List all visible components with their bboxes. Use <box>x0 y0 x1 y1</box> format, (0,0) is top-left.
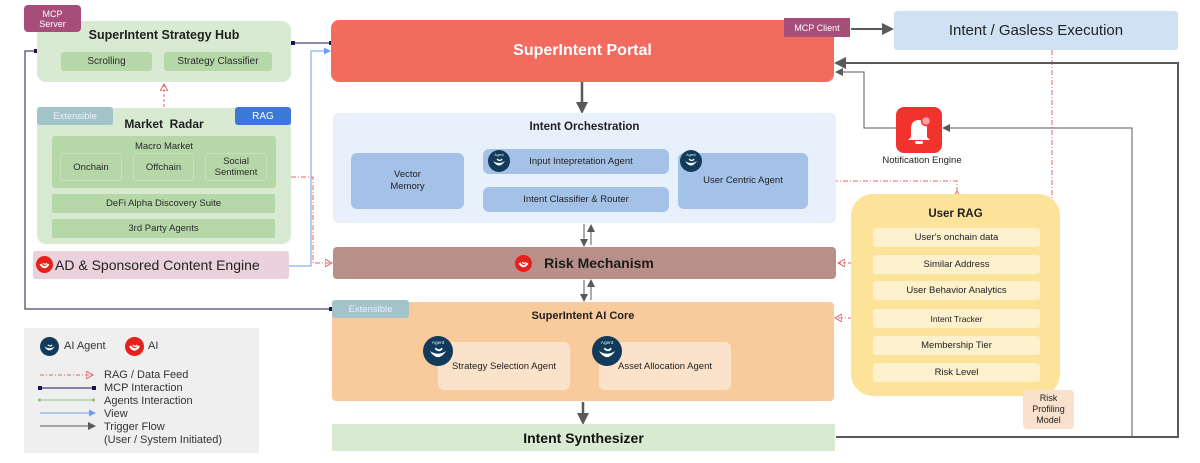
user-centric-agent[interactable]: User Centric Agent <box>678 153 808 209</box>
ai-core-panel <box>332 302 834 401</box>
memory-label: Memory <box>390 181 425 192</box>
trigger-notif-portal <box>835 68 896 129</box>
defi-alpha-discovery-suite[interactable]: DeFi Alpha Discovery Suite <box>52 194 275 213</box>
rag-link-radar-risk <box>291 176 331 263</box>
extensible-tag: Extensible <box>332 300 409 318</box>
ai-icon <box>515 254 533 272</box>
risk-model-line-2: Profiling <box>1032 404 1065 414</box>
bell-icon <box>908 115 932 144</box>
market-radar-title: Market Radar <box>124 117 204 131</box>
legend-line-samples <box>38 366 96 430</box>
svg-text:Agent: Agent <box>601 340 614 346</box>
svg-text:Agent: Agent <box>494 153 503 157</box>
legend-ai-agent-label: AI Agent <box>64 340 106 352</box>
urag-item-risk-level[interactable]: Risk Level <box>873 363 1040 382</box>
intent-gasless-execution[interactable]: Intent / Gasless Execution <box>894 11 1178 50</box>
svg-text:Agent: Agent <box>432 340 445 346</box>
ai-agent-icon: Agent <box>488 150 510 172</box>
macro-market-title: Macro Market <box>134 141 194 152</box>
sentiment-label: Sentiment <box>214 167 258 178</box>
svg-text:Agent: Agent <box>686 153 695 157</box>
social-label: Social <box>223 156 249 167</box>
ad-sponsored-content-engine[interactable]: AD & Sponsored Content Engine <box>33 251 289 279</box>
legend-rag-label: RAG / Data Feed <box>104 369 189 381</box>
ai-icon <box>125 337 144 356</box>
ai-icon <box>36 256 53 273</box>
ai-agent-icon: Agent <box>592 336 622 366</box>
legend-trigger-note: (User / System Initiated) <box>104 434 222 446</box>
legend-trigger-label: Trigger Flow <box>104 421 165 433</box>
strategy-selection-agent[interactable]: Strategy Selection Agent <box>438 342 570 390</box>
mcp-server-label-1: MCP <box>42 8 63 19</box>
risk-model-line-3: Model <box>1036 415 1061 425</box>
notification-engine-button[interactable] <box>896 107 942 153</box>
third-party-agents[interactable]: 3rd Party Agents <box>52 219 275 238</box>
ai-core-title: SuperIntent AI Core <box>531 310 635 322</box>
macro-item-onchain[interactable]: Onchain <box>60 153 122 181</box>
mcp-client-badge: MCP Client <box>784 18 850 37</box>
risk-mechanism[interactable]: Risk Mechanism <box>333 247 836 279</box>
notification-engine-label: Notification Engine <box>882 155 962 166</box>
urag-item-intent-tracker[interactable]: Intent Tracker <box>873 309 1040 328</box>
intent-classifier-router[interactable]: Intent Classifier & Router <box>483 187 669 212</box>
urag-item-membership-tier[interactable]: Membership Tier <box>873 336 1040 355</box>
urag-item-user-behavior-analytics[interactable]: User Behavior Analytics <box>873 281 1040 300</box>
hub-item-scrolling[interactable]: Scrolling <box>61 52 152 71</box>
ad-engine-label: AD & Sponsored Content Engine <box>55 257 260 273</box>
vector-label: Vector <box>394 169 421 180</box>
legend-ai-label: AI <box>148 340 159 352</box>
macro-item-offchain[interactable]: Offchain <box>133 153 194 181</box>
rag-tag: RAG <box>235 107 291 125</box>
hub-item-strategy-classifier[interactable]: Strategy Classifier <box>164 52 272 71</box>
risk-mechanism-label: Risk Mechanism <box>544 255 654 271</box>
urag-item-similar-address[interactable]: Similar Address <box>873 255 1040 274</box>
legend-mcp-label: MCP Interaction <box>104 382 183 394</box>
input-interpretation-agent[interactable]: Input Intepretation Agent <box>483 149 669 174</box>
extensible-tag: Extensible <box>37 107 113 125</box>
ai-agent-icon: Agent <box>680 150 702 172</box>
ai-agent-icon <box>40 337 59 356</box>
urag-item-onchain-data[interactable]: User's onchain data <box>873 228 1040 247</box>
superintent-portal[interactable]: SuperIntent Portal <box>331 20 834 82</box>
user-rag-title: User RAG <box>928 208 983 220</box>
legend-agents-label: Agents Interaction <box>104 395 193 407</box>
risk-model-line-1: Risk <box>1039 393 1058 403</box>
legend-view-label: View <box>104 408 128 420</box>
intent-synthesizer[interactable]: Intent Synthesizer <box>332 424 835 451</box>
view-link-ad-portal <box>289 47 331 267</box>
intent-orchestration-title: Intent Orchestration <box>529 121 640 133</box>
mcp-server-label-2: Server <box>39 18 66 29</box>
ai-agent-icon: Agent <box>423 336 453 366</box>
strategy-hub-title: SuperIntent Strategy Hub <box>88 28 240 42</box>
